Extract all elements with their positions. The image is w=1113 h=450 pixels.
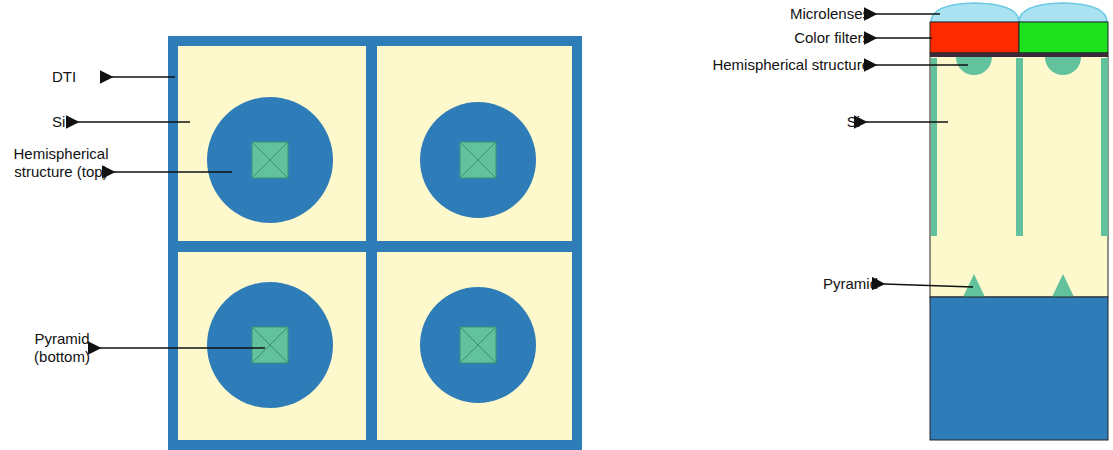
part-label: DTI [52, 68, 76, 86]
part-label: Hemispherical structure [712, 56, 870, 74]
part-label: Si [847, 113, 860, 131]
top-view [168, 36, 582, 450]
cross-section [930, 3, 1108, 440]
part-label: Hemispherical structure (top) [12, 145, 110, 181]
part-label: Color filters [794, 29, 870, 47]
leader-lines [78, 14, 973, 348]
part-label: Si [52, 113, 65, 131]
part-label: Microlenses [790, 5, 870, 23]
part-label: Pyramid [823, 275, 878, 293]
part-label: Pyramid (bottom) [26, 330, 98, 366]
